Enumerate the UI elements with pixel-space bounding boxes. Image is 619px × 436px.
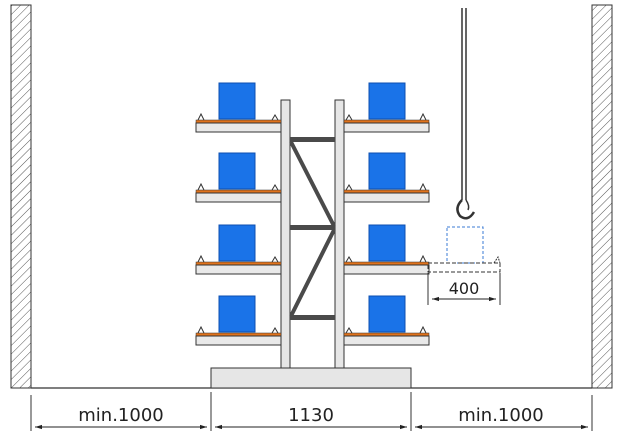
arm-stop-right [419,254,427,263]
cantilever-arm-icon [343,122,430,133]
rack-base [210,367,412,389]
rack-width-label: 1130 [288,405,334,426]
arm-extension-dimension: 400 [427,273,501,305]
load-box-icon [368,224,406,262]
left-wall [10,4,32,389]
arm-stop-right [419,325,427,334]
hatched-wall-icon [591,4,613,389]
load-box-icon [218,224,256,262]
ghost-load-box [446,226,484,264]
arm-stop-left [197,112,205,121]
arm-stop-right-inner [345,184,353,191]
column-left [280,99,291,369]
cantilever-arm-icon [195,192,282,203]
arm-stop-left [197,182,205,191]
cantilever-arm-icon [195,335,282,346]
column-right [334,99,345,369]
arm-stop-left-inner [271,327,279,334]
load-box-icon [218,82,256,120]
load-box-icon [368,82,406,120]
arm-stop-right-inner [345,114,353,121]
arm-stop-left-inner [271,256,279,263]
arm-stop-right-inner [345,327,353,334]
right-clearance-label: min.1000 [458,405,543,426]
load-box-icon [368,295,406,333]
load-box-icon [218,152,256,190]
left-clearance-label: min.1000 [78,405,163,426]
right-wall [591,4,613,389]
cantilever-arms [195,82,430,346]
cantilever-arm-icon [343,192,430,203]
arm-stop-left [197,254,205,263]
load-box-icon [218,295,256,333]
arm-stop-right [419,182,427,191]
arm-stop-left [197,325,205,334]
load-box-icon [368,152,406,190]
ghost-arm [427,262,501,273]
hatched-wall-icon [10,4,32,389]
cantilever-arm-icon [343,335,430,346]
cantilever-arm-icon [195,122,282,133]
crane-hook-icon [456,8,476,220]
diagonal-braces [289,141,336,317]
arm-stop-right [419,112,427,121]
cantilever-arm-icon [195,264,282,275]
bottom-dimensions: min.1000 1130 min.1000 [30,392,593,431]
arm-extension-ghost [427,226,501,273]
arm-stop-left-inner [271,184,279,191]
tie-bars [290,137,335,320]
arm-stop-right-inner [345,256,353,263]
cantilever-arm-icon [343,264,430,275]
arm-extension-label: 400 [449,279,480,298]
arm-stop-left-inner [271,114,279,121]
